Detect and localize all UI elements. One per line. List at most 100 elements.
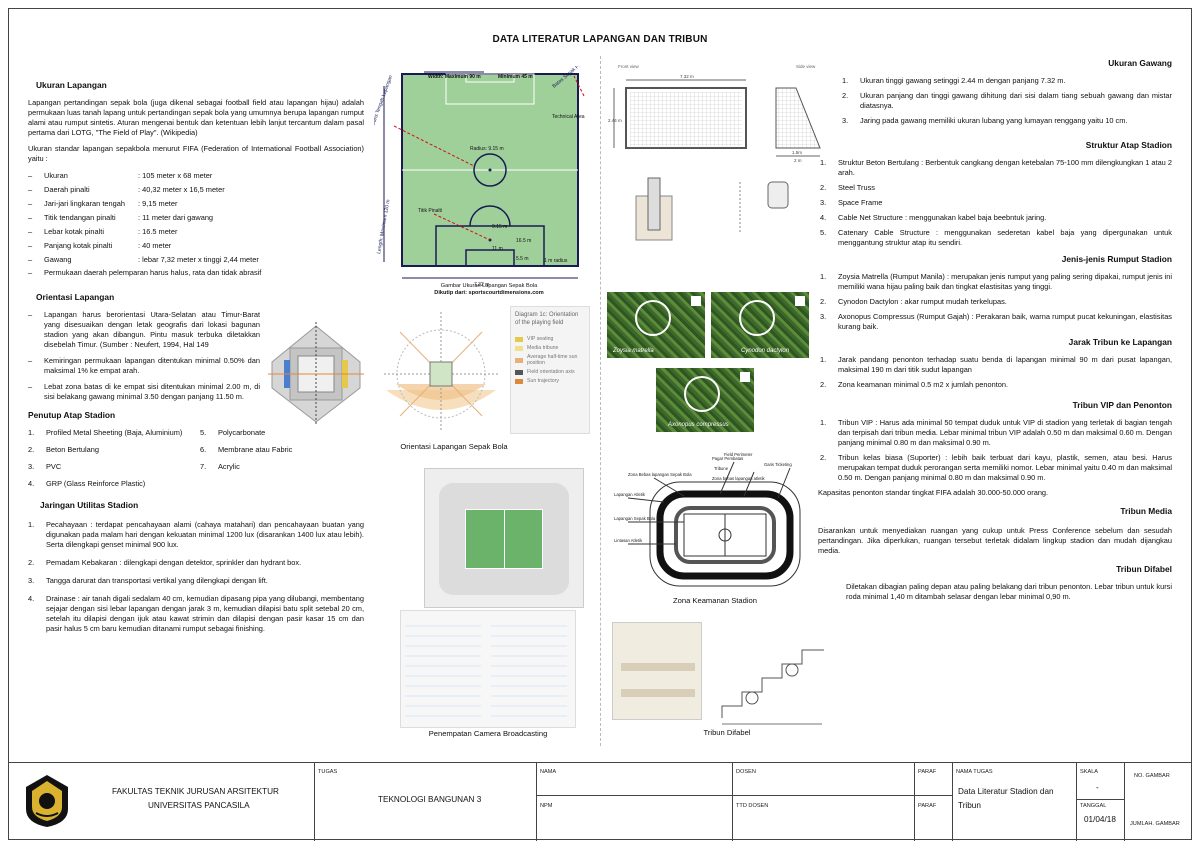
atap-item-number: 1. [820, 158, 827, 167]
utilitas-list: 1.Pecahayaan : terdapat pencahayaan alam… [28, 520, 364, 634]
penutup-item-text: PVC [46, 462, 62, 471]
utilitas-heading: Jaringan Utilitas Stadion [40, 500, 139, 510]
vip-capacity: Kapasitas penonton standar tingkat FIFA … [818, 488, 1049, 497]
vip-item-text: Tribun VIP : Harus ada minimal 50 tempat… [838, 418, 1172, 447]
difabel-caption: Tribun Difabel [703, 728, 751, 737]
page-title: DATA LITERATUR LAPANGAN DAN TRIBUN [492, 34, 708, 45]
jarak-item-number: 1. [820, 355, 827, 364]
nama-tugas-cell [952, 763, 953, 841]
drawing-frame [8, 8, 1192, 840]
legend-label: VIP seating [527, 336, 554, 342]
zona-label-pagar: Pagar Pembatas [712, 456, 743, 461]
atap-item-number: 2. [820, 183, 827, 192]
dimension-list: –Ukuran: 105 meter x 68 meter – Daerah pin… [28, 170, 364, 265]
dimension-value: : lebar 7,32 meter x tinggi 2,44 meter [138, 254, 259, 264]
zona-label-lap-atletik: Lapangan Atletik [614, 492, 646, 497]
orientasi-text: Lebat zona batas di ke empat sisi ditent… [44, 382, 260, 401]
jarak-item: 1. Jarak pandang penonton terhadap suatu … [820, 355, 1172, 375]
utilitas-item: 4.Drainase : air tanah digali sedalam 40… [28, 594, 364, 634]
atap-heading: Struktur Atap Stadion [1085, 140, 1172, 150]
legend-swatch [515, 357, 523, 363]
tugas-label: TUGAS [318, 769, 338, 775]
zona-label-lintasan: Lintasan Atletik [614, 538, 643, 543]
dimension-item: –Ukuran: 105 meter x 68 meter [28, 170, 364, 181]
media-text: Disarankan untuk menyediakan ruangan yan… [818, 526, 1172, 555]
grass-photo-zoysia: Zoysia matrella [607, 292, 705, 358]
atap-item: 2.Steel Truss [820, 183, 1172, 193]
dimension-item: –Jari-jari lingkaran tengah: 9,15 meter [28, 198, 364, 209]
utilitas-item-number: 4. [28, 594, 35, 603]
rumput-item-text: Axonopus Compressus (Rumput Gajah) : Per… [838, 312, 1172, 331]
orientation-legend-item: VIP seating [515, 336, 585, 342]
goal-side-view-label: Side view [796, 64, 816, 69]
atap-item-text: Cable Net Structure : menggunakan kabel … [838, 213, 1047, 222]
gawang-heading: Ukuran Gawang [1108, 58, 1172, 68]
goal-post-detail [635, 177, 789, 241]
orientation-legend-item: Media tribune [515, 345, 585, 351]
vip-item-number: 2. [820, 453, 827, 462]
nama-tugas-2: Tribun [958, 801, 981, 810]
legend-label: Media tribune [527, 345, 559, 351]
field-label-9m: 9.15 m [492, 224, 507, 230]
rumput-item-number: 3. [820, 312, 827, 321]
penutup-item: 3. PVC [28, 462, 200, 472]
paraf-label-2: PARAF [918, 803, 937, 809]
penutup-list: 1.Profiled Metal Sheeting (Baja, Alumini… [28, 428, 364, 496]
field-label-goal: 7.32 m [474, 282, 489, 288]
field-label-11m: 11 m [492, 246, 503, 252]
zona-caption: Zona Keamanan Stadion [672, 596, 757, 605]
ukuran-heading: Ukuran Lapangan [36, 80, 107, 90]
row-divider [536, 795, 952, 796]
ukuran-paragraph-2: Ukuran standar lapangan sepakbola menuru… [28, 144, 364, 163]
nama-cell [536, 763, 537, 841]
dimension-item: – Daerah pinalti : 40,32 meter x 16,5 mete… [28, 184, 364, 195]
tanggal-label: TANGGAL [1080, 803, 1107, 809]
legend-label: Average half-time sun position [527, 354, 578, 366]
field-label-width: Width: Maximum 90 m [428, 74, 481, 80]
legend-swatch [515, 336, 523, 342]
zona-label-atletik: Zona bebas lapangan atletik [712, 476, 766, 481]
dimension-key: Ukuran [44, 170, 68, 180]
dimension-value: : 16.5 meter [138, 226, 178, 236]
tugas-value: TEKNOLOGI BANGUNAN 3 [378, 795, 482, 804]
penutup-item-number: 7. [200, 462, 207, 471]
dimension-item: –Gawang: lebar 7,32 meter x tinggi 2,44 … [28, 254, 364, 265]
column-divider [600, 56, 601, 746]
orientasi-item: –Lebat zona batas di ke empat sisi diten… [28, 382, 260, 402]
legend-swatch [515, 378, 523, 384]
dimension-dash: – [28, 184, 33, 194]
nama-tugas-1: Data Literatur Stadion dan [958, 787, 1054, 796]
penutup-item-number: 4. [28, 479, 35, 488]
dimension-dash: – [28, 254, 33, 264]
zona-label-lap-sepakbola: Lapangan Sepak Bola [614, 516, 656, 521]
penutup-item: 7.Acrylic [200, 462, 292, 472]
penutup-item-number: 3. [28, 462, 35, 471]
penutup-item-number: 1. [28, 428, 35, 437]
gawang-item-number: 1. [842, 76, 849, 85]
dimension-key: Daerah pinalti [44, 184, 90, 194]
dimension-dash: – [28, 212, 33, 222]
tanggal-value: 01/04/18 [1084, 815, 1116, 824]
dimension-dash: – [28, 240, 33, 250]
gawang-item-text: Jaring pada gawang memiliki ukuran luban… [860, 116, 1128, 125]
penutup-item-number: 5. [200, 428, 207, 437]
no-gambar-label: NO. GAMBAR [1134, 773, 1170, 779]
gawang-item: 1.Ukuran tinggi gawang setinggi 2.44 m d… [842, 76, 1172, 86]
penutup-item: 2.Beton Bertulang [28, 445, 200, 455]
dimension-dash: – [28, 198, 33, 208]
rumput-heading: Jenis-jenis Rumput Stadion [1061, 254, 1172, 264]
dimension-value: : 40,32 meter x 16,5 meter [138, 184, 225, 194]
penutup-item-number: 6. [200, 445, 207, 454]
university-logo [26, 775, 68, 827]
jarak-item-text: Jarak pandang penonton terhadap suatu be… [838, 355, 1172, 374]
goal-base-label: 2 m [794, 158, 802, 163]
grass-photo-axonopus: Axonopus compressus [656, 368, 754, 432]
goal-height-label: 2.44 m [608, 118, 622, 123]
atap-item-text: Catenary Cable Structure : menggunakan s… [838, 228, 1172, 247]
field-label-penalty: Titik Pinalti [418, 208, 442, 214]
orientasi-list: –Lapangan harus berorientasi Utara-Selat… [28, 310, 260, 402]
field-label-corner: 1 m radius [544, 258, 568, 264]
atap-item: 4.Cable Net Structure : menggunakan kabe… [820, 213, 1172, 223]
vip-list: 1.Tribun VIP : Harus ada minimal 50 temp… [818, 418, 1172, 483]
jarak-item-text: Zona keamanan minimal 0.5 m2 x jumlah pe… [838, 380, 1009, 389]
